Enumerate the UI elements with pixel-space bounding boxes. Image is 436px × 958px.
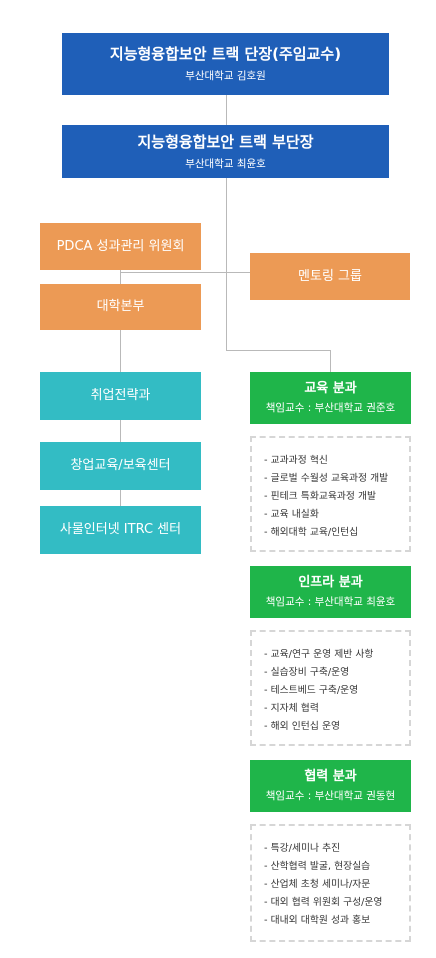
iot-itrc-center-box: 사물인터넷 ITRC 센터 <box>40 506 201 554</box>
task-item: - 대외 협력 위원회 구성/운영 <box>264 897 383 908</box>
connector-hq-left-units <box>120 330 121 540</box>
left-unit-label: 창업교육/보육센터 <box>70 458 171 473</box>
connector-deputy-main <box>226 178 227 350</box>
task-item: - 교과과정 혁신 <box>264 455 328 466</box>
left-unit-label: 취업전략과 <box>90 388 151 403</box>
deputy-title: 지능형융합보안 트랙 부단장 <box>137 132 314 151</box>
connector-divisions-vertical <box>330 350 331 372</box>
infrastructure-division-box: 인프라 분과 책임교수 : 부산대학교 최윤호 <box>250 566 411 618</box>
deputy-box: 지능형융합보안 트랙 부단장 부산대학교 최윤호 <box>62 125 389 178</box>
task-item: - 핀테크 특화교육과정 개발 <box>264 491 377 502</box>
connector-to-divisions <box>226 350 330 351</box>
cooperation-division-tasks: - 특강/세미나 추진 - 산학협력 발굴, 현장실습 - 산업체 초청 세미나… <box>250 824 411 942</box>
connector-head-deputy <box>226 95 227 125</box>
university-hq-box: 대학본부 <box>40 284 201 330</box>
division-title: 협력 분과 <box>304 769 357 784</box>
infrastructure-division-tasks: - 교육/연구 운영 제반 사항 - 실습장비 구축/운영 - 테스트베드 구축… <box>250 630 411 746</box>
division-subtitle: 책임교수 : 부산대학교 권준호 <box>265 402 396 414</box>
task-item: - 지자체 협력 <box>264 703 319 714</box>
task-item: - 글로벌 수월성 교육과정 개발 <box>264 473 389 484</box>
pdca-committee-box: PDCA 성과관리 위원회 <box>40 223 201 270</box>
task-item: - 특강/세미나 추진 <box>264 843 341 854</box>
connector-pdca-hq <box>120 270 121 284</box>
task-item: - 실습장비 구축/운영 <box>264 667 350 678</box>
education-division-box: 교육 분과 책임교수 : 부산대학교 권준호 <box>250 372 411 424</box>
task-item: - 대내외 대학원 성과 홍보 <box>264 915 371 926</box>
task-item: - 해외대학 교육/인턴십 <box>264 527 359 538</box>
head-title: 지능형융합보안 트랙 단장(주임교수) <box>109 45 342 63</box>
division-title: 교육 분과 <box>304 381 357 396</box>
head-box: 지능형융합보안 트랙 단장(주임교수) 부산대학교 김호원 <box>62 33 389 95</box>
division-subtitle: 책임교수 : 부산대학교 권동현 <box>265 790 396 802</box>
task-item: - 산업체 초청 세미나/자문 <box>264 879 371 890</box>
task-item: - 산학협력 발굴, 현장실습 <box>264 861 371 872</box>
left-unit-label: 사물인터넷 ITRC 센터 <box>59 522 182 537</box>
deputy-subtitle: 부산대학교 최윤호 <box>185 157 266 170</box>
employment-strategy-box: 취업전략과 <box>40 372 201 420</box>
startup-center-box: 창업교육/보육센터 <box>40 442 201 490</box>
division-title: 인프라 분과 <box>298 575 363 590</box>
head-subtitle: 부산대학교 김호원 <box>185 70 266 82</box>
task-item: - 교육/연구 운영 제반 사항 <box>264 649 374 660</box>
pdca-label: PDCA 성과관리 위원회 <box>56 238 185 254</box>
task-item: - 교육 내실화 <box>264 509 319 520</box>
mentoring-group-box: 멘토링 그룹 <box>250 253 410 300</box>
education-division-tasks: - 교과과정 혁신 - 글로벌 수월성 교육과정 개발 - 핀테크 특화교육과정… <box>250 436 411 552</box>
university-hq-label: 대학본부 <box>96 299 145 314</box>
connector-branch-horizontal <box>120 272 250 273</box>
mentoring-label: 멘토링 그룹 <box>298 268 362 284</box>
cooperation-division-box: 협력 분과 책임교수 : 부산대학교 권동현 <box>250 760 411 812</box>
task-item: - 테스트베드 구축/운영 <box>264 685 359 696</box>
division-subtitle: 책임교수 : 부산대학교 최윤호 <box>265 596 396 608</box>
task-item: - 해외 인턴십 운영 <box>264 721 340 732</box>
